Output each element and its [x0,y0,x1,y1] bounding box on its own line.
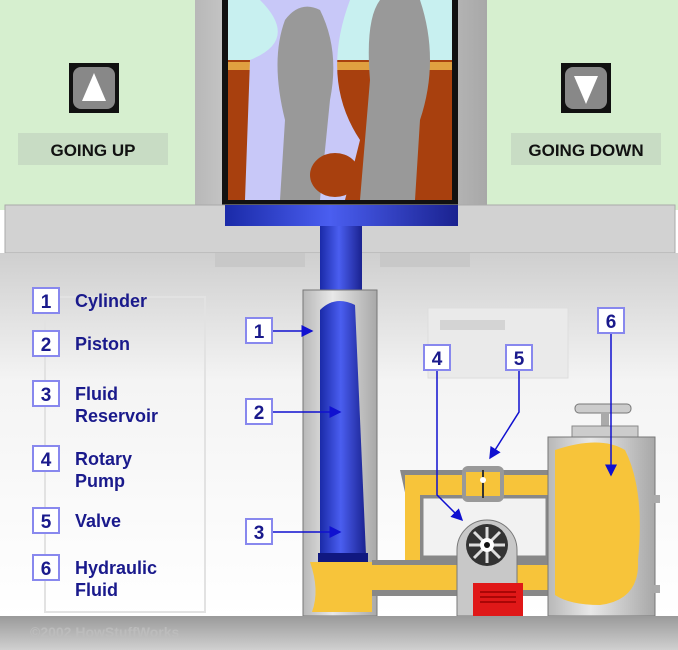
piston [320,301,366,555]
legend-label: Fluid [75,580,118,600]
legend-label: Rotary [75,449,132,469]
legend-number-box: 6 [32,554,60,581]
callout-number-box: 4 [423,344,451,371]
elevator-car [222,0,458,226]
valve [462,466,504,502]
callout-number-box: 1 [245,317,273,344]
legend-label: Valve [75,511,121,531]
callout-arrow [489,371,520,460]
legend-label: Cylinder [75,291,147,311]
legend-number-box: 1 [32,287,60,314]
legend-label: Piston [75,334,130,354]
going-up-label: GOING UP [50,141,135,160]
rotary-pump [456,519,523,617]
hydraulic-fluid [555,442,640,605]
legend-number-box: 2 [32,330,60,357]
number-label: 3 [41,385,52,406]
legend-number-box: 3 [32,380,60,407]
copyright: ©2002 HowStuffWorks [30,624,180,640]
number-label: 2 [254,403,265,424]
number-label: 4 [41,450,52,471]
callout-arrow [436,371,464,522]
legend-label: Fluid [75,384,118,404]
number-label: 3 [254,523,265,544]
number-label: 6 [41,559,52,580]
legend-label: Reservoir [75,406,158,426]
callout-number-box: 3 [245,518,273,545]
going-down-label: GOING DOWN [528,141,643,160]
number-label: 1 [254,322,265,343]
triangle-down-icon [574,76,598,104]
going-up-button[interactable]: GOING UP [18,63,168,165]
callout-5: 5 [489,344,533,460]
fluid-reservoir [547,403,660,617]
callout-6: 6 [597,307,625,477]
legend-item: 5 Valve [32,507,121,534]
legend-label: Hydraulic [75,558,157,578]
callout-3: 3 [245,518,342,545]
number-label: 6 [606,312,617,333]
number-label: 5 [514,349,525,370]
callout-number-box: 5 [505,344,533,371]
triangle-up-icon [82,73,106,101]
callout-number-box: 2 [245,398,273,425]
legend-item: 1 Cylinder [32,287,147,314]
number-label: 1 [41,292,52,313]
legend-item: 2 Piston [32,330,130,357]
number-label: 4 [432,349,443,370]
callout-2: 2 [245,398,342,425]
callout-1: 1 [245,317,314,344]
legend-label: Pump [75,471,125,491]
callouts: 1 2 3 4 5 6 [245,307,625,545]
going-down-button[interactable]: GOING DOWN [511,63,661,165]
number-label: 2 [41,335,52,356]
legend-number-box: 5 [32,507,60,534]
number-label: 5 [41,512,52,533]
legend-number-box: 4 [32,445,60,472]
pump-motor [473,583,523,616]
callout-number-box: 6 [597,307,625,334]
cylinder [302,289,378,617]
piston-rod [320,226,362,296]
callout-4: 4 [423,344,464,522]
